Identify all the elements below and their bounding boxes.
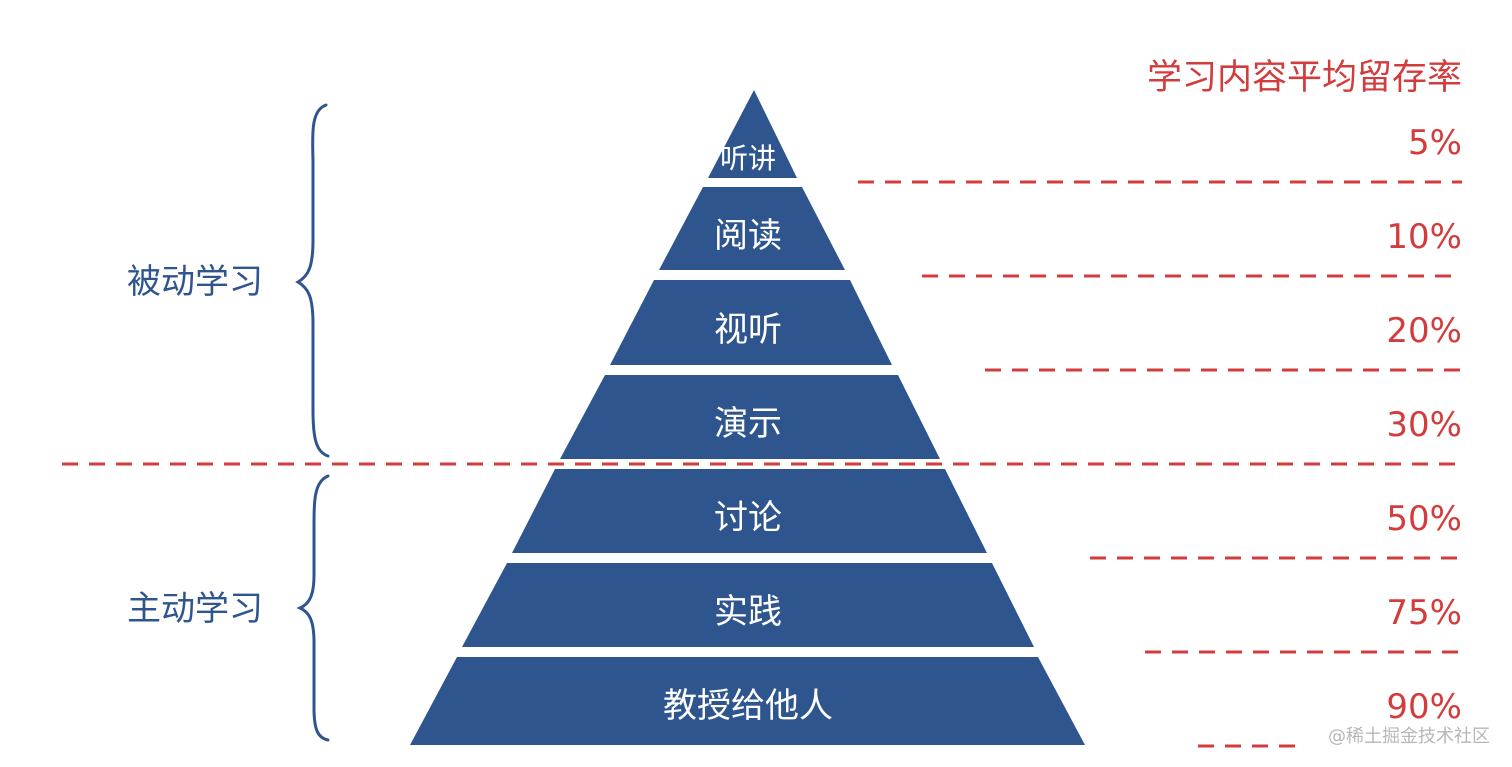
pyramid-level-3 [610,280,892,365]
pyramid-level-6 [462,563,1034,647]
level-label: 讨论 [714,498,782,538]
rate-value: 75% [1386,593,1462,633]
rate-separators [858,180,1462,748]
rate-value: 50% [1386,499,1462,539]
level-label: 听讲 [720,142,776,175]
passive-bracket [295,103,330,458]
passive-learning-label: 被动学习 [127,262,263,302]
pyramid [410,90,1085,745]
pyramid-level-7 [410,657,1085,745]
pyramid-level-5 [512,469,987,553]
pyramid-level-2 [659,187,845,270]
pyramid-level-4 [560,375,940,459]
rate-value: 20% [1386,311,1462,351]
pyramid-labels: 听讲 阅读 视听 演示 讨论 实践 教授给他人 [663,142,833,726]
level-label: 演示 [714,404,782,444]
level-label: 阅读 [714,216,782,256]
rate-value: 90% [1386,687,1462,727]
watermark: @稀土掘金技术社区 [1328,726,1490,747]
level-label: 教授给他人 [663,686,833,726]
rate-header: 学习内容平均留存率 [1147,58,1462,98]
pyramid-level-1 [708,90,797,178]
active-bracket [296,474,330,742]
rate-value: 10% [1386,217,1462,257]
rate-value: 5% [1408,123,1462,163]
active-learning-label: 主动学习 [127,589,263,629]
level-label: 实践 [714,592,782,632]
rate-value: 30% [1386,405,1462,445]
level-label: 视听 [714,310,782,350]
group-brackets [295,103,330,742]
rate-values: 5% 10% 20% 30% 50% 75% 90% [1386,123,1462,727]
